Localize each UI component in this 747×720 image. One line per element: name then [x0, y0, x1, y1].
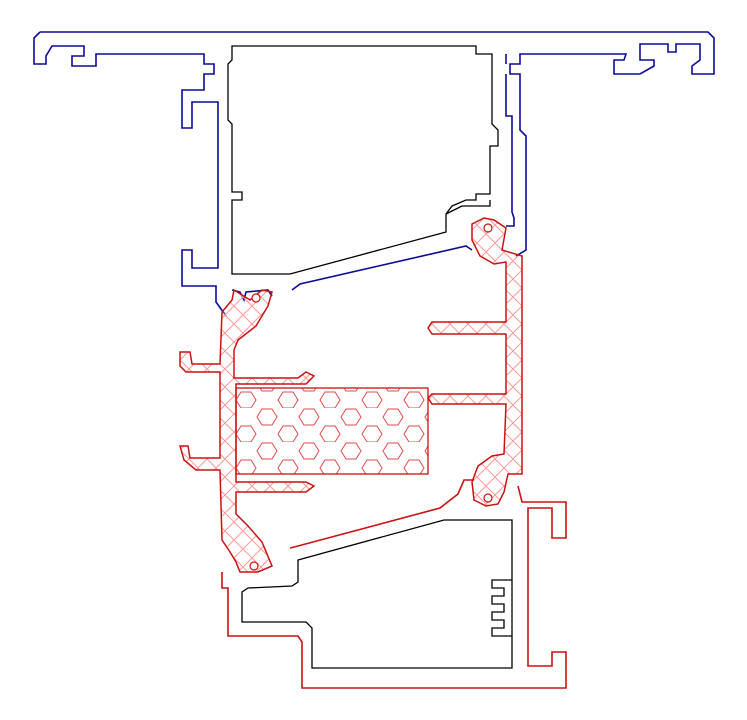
- screw-port-top-right: [483, 223, 493, 233]
- lower-chamber-teeth: [491, 579, 512, 637]
- insulation-core: [235, 387, 429, 475]
- lower-chamber: [241, 519, 513, 669]
- bottom-profile-outline: [221, 485, 567, 689]
- screw-port-bottom-left: [249, 561, 259, 571]
- thermal-break-right: [427, 217, 523, 507]
- top-lower-edge: [291, 245, 473, 291]
- thermal-break-strip: [179, 217, 523, 573]
- lower-chamber-outline: [241, 519, 513, 669]
- bottom-aluminium-profile: [221, 479, 567, 689]
- top-web-right: [505, 54, 515, 227]
- screw-port-bottom-right: [483, 493, 493, 503]
- bottom-profile-lower-slope: [289, 479, 474, 549]
- top-flange-outline: [33, 31, 715, 317]
- thermal-break-shape: [179, 288, 316, 573]
- top-aluminium-profile: [33, 31, 715, 317]
- upper-chamber-outline: [227, 45, 499, 275]
- screw-port-top-left: [251, 293, 261, 303]
- upper-chamber: [227, 45, 499, 275]
- upper-chamber-notch: [445, 200, 491, 215]
- insulation-core-box: [235, 387, 429, 475]
